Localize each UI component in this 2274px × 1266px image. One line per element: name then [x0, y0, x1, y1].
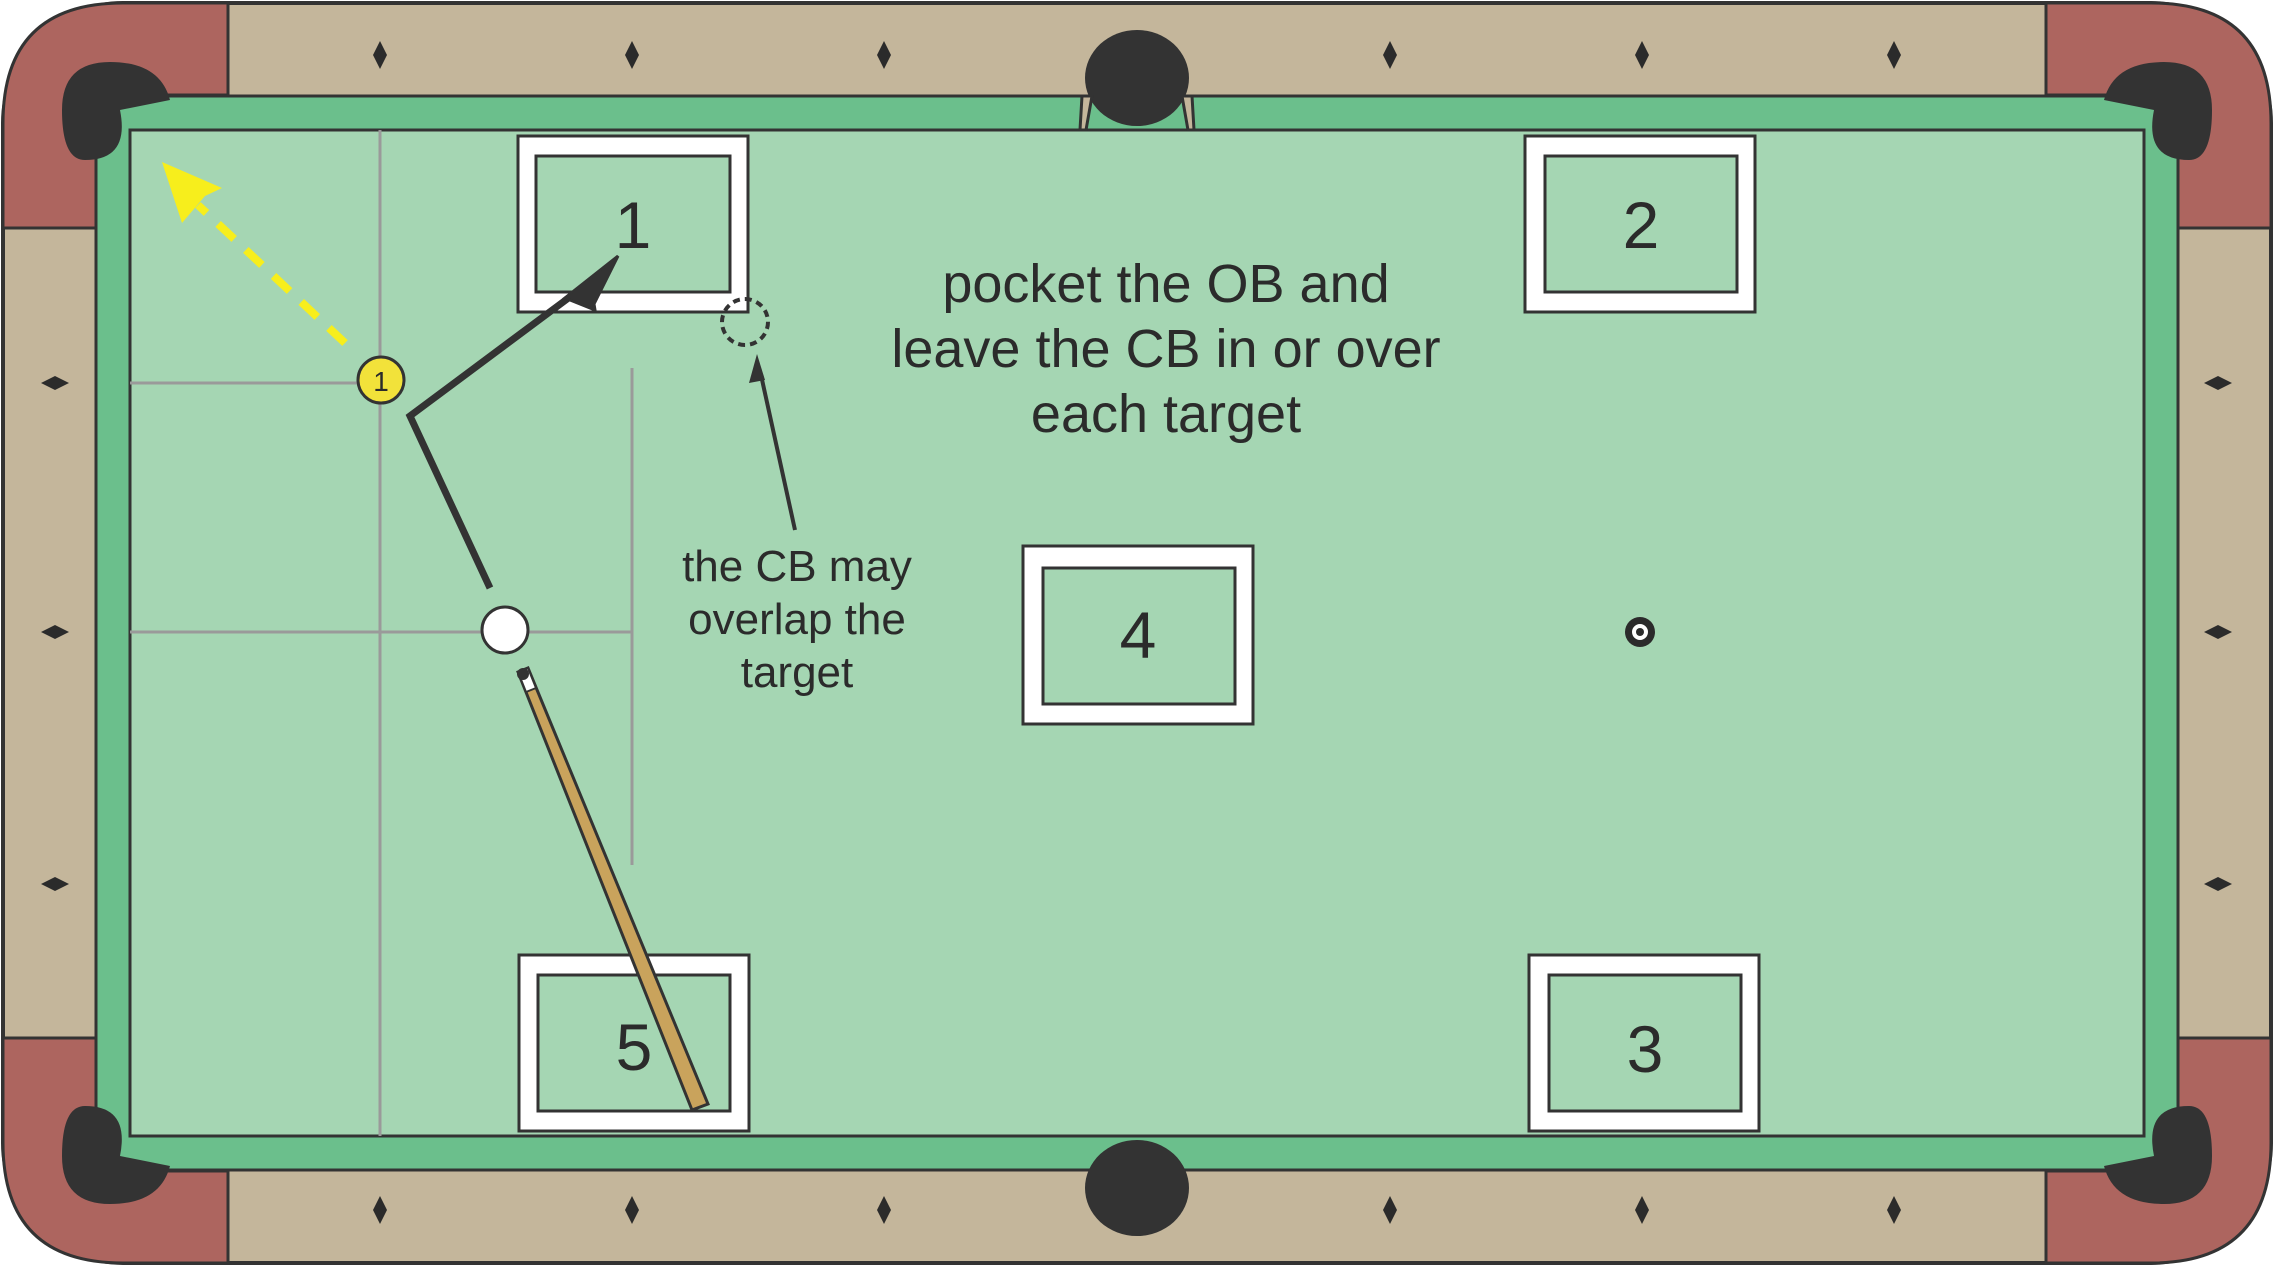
target-2: 2	[1523, 134, 1757, 314]
rail-diamonds	[41, 41, 2232, 1224]
cue-stick	[516, 666, 710, 1112]
rail-diamond	[1383, 1196, 1397, 1224]
corner-leather-top-right	[2044, 1, 2273, 230]
target-3-label: 3	[1627, 1012, 1664, 1086]
rail-diamond	[2204, 376, 2232, 390]
rail-diamond	[373, 41, 387, 69]
rail-diamond	[625, 1196, 639, 1224]
note-line-2: overlap the	[688, 595, 906, 644]
rail-diamond	[1887, 41, 1901, 69]
pocket-top-right	[2104, 62, 2212, 160]
pocket-bottom-right	[2104, 1106, 2212, 1204]
cb-path-arrow	[405, 254, 620, 590]
target-4-label: 4	[1120, 598, 1157, 672]
side-pocket-jaws	[1078, 94, 1196, 132]
foot-spot	[1625, 617, 1655, 647]
note-pointer-arrow	[749, 354, 797, 531]
corner-leather-bottom-right	[2044, 1036, 2273, 1265]
rail-diamond	[41, 877, 69, 891]
instructions-line-2: leave the CB in or over	[891, 319, 1440, 379]
cue-ball	[480, 605, 530, 655]
corner-leather-bottom-left	[1, 1036, 230, 1265]
instructions-line-1: pocket the OB and	[942, 254, 1389, 314]
rail-diamond	[1635, 1196, 1649, 1224]
corner-leather-top-left	[1, 1, 230, 230]
reference-lines	[130, 130, 634, 1136]
ob-path-arrow	[162, 162, 348, 346]
pockets	[62, 30, 2212, 1236]
target-1: 1	[516, 134, 750, 314]
rail-diamond	[41, 625, 69, 639]
rail-diamond	[1383, 41, 1397, 69]
instructions-text: pocket the OB and leave the CB in or ove…	[891, 254, 1440, 444]
jaw-top-right	[1180, 94, 1196, 132]
rail-diamond	[373, 1196, 387, 1224]
ghost-cue-ball	[720, 297, 770, 347]
rail-diamond	[2204, 625, 2232, 639]
object-ball-label: 1	[373, 366, 389, 397]
pocket-top-left	[62, 62, 170, 160]
rail-diamond	[877, 41, 891, 69]
target-3: 3	[1527, 953, 1761, 1133]
rail-diamond	[877, 1196, 891, 1224]
note-line-3: target	[741, 648, 854, 697]
target-5-label: 5	[616, 1010, 653, 1084]
pocket-bottom-left	[62, 1106, 170, 1204]
target-5: 5	[517, 953, 751, 1133]
object-ball-1: 1	[356, 355, 406, 405]
target-2-label: 2	[1623, 188, 1660, 262]
note-line-1: the CB may	[682, 542, 912, 591]
rail-diamond	[1635, 41, 1649, 69]
note-text: the CB may overlap the target	[682, 542, 912, 697]
rail-diamond	[625, 41, 639, 69]
rail-diamond	[2204, 877, 2232, 891]
rail-diamond	[41, 376, 69, 390]
target-4: 4	[1021, 544, 1255, 726]
pocket-bottom-side	[1085, 1140, 1189, 1236]
target-1-label: 1	[615, 188, 652, 262]
rail-diamond	[1887, 1196, 1901, 1224]
instructions-line-3: each target	[1031, 384, 1301, 444]
pocket-top-side	[1085, 30, 1189, 126]
jaw-top-left	[1078, 94, 1094, 132]
